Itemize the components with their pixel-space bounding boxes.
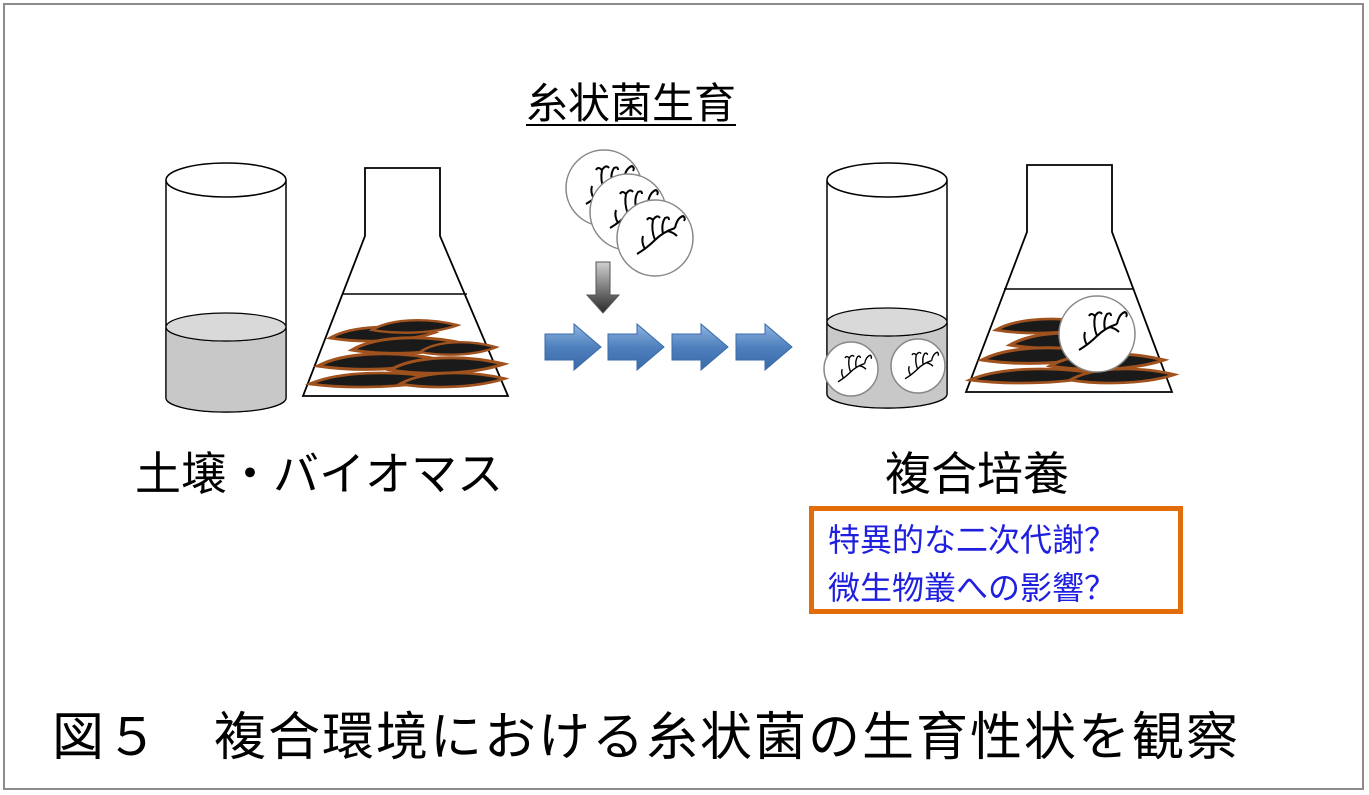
right-arrow-icon: [671, 322, 729, 372]
process-arrows: [544, 322, 793, 372]
diagram-title: 糸状菌生育: [526, 79, 737, 128]
left-label: 土壌・バイオマス: [135, 447, 503, 501]
flask-right: [964, 164, 1177, 393]
right-label: 複合培養: [885, 447, 1069, 501]
fungus-circle-icon: [890, 338, 946, 394]
beaker-right: [823, 162, 948, 409]
fungus-circle-icon: [616, 199, 694, 277]
question-line: 特異的な二次代謝？: [828, 521, 1117, 559]
question-box: 特異的な二次代謝？ 微生物叢への影響？: [809, 506, 1183, 614]
flask-left: [301, 167, 510, 397]
fungus-inoculum: [565, 149, 694, 277]
question-line: 微生物叢への影響？: [828, 569, 1117, 607]
down-arrow-icon: [585, 261, 621, 314]
beaker-left: [165, 162, 287, 413]
right-arrow-icon: [544, 322, 602, 372]
fungus-circle-icon: [1058, 295, 1136, 373]
right-arrow-icon: [735, 322, 793, 372]
figure-caption: 図５ 複合環境における糸状菌の生育性状を観察: [52, 708, 1241, 768]
right-arrow-icon: [607, 322, 665, 372]
fungus-circle-icon: [823, 341, 879, 397]
